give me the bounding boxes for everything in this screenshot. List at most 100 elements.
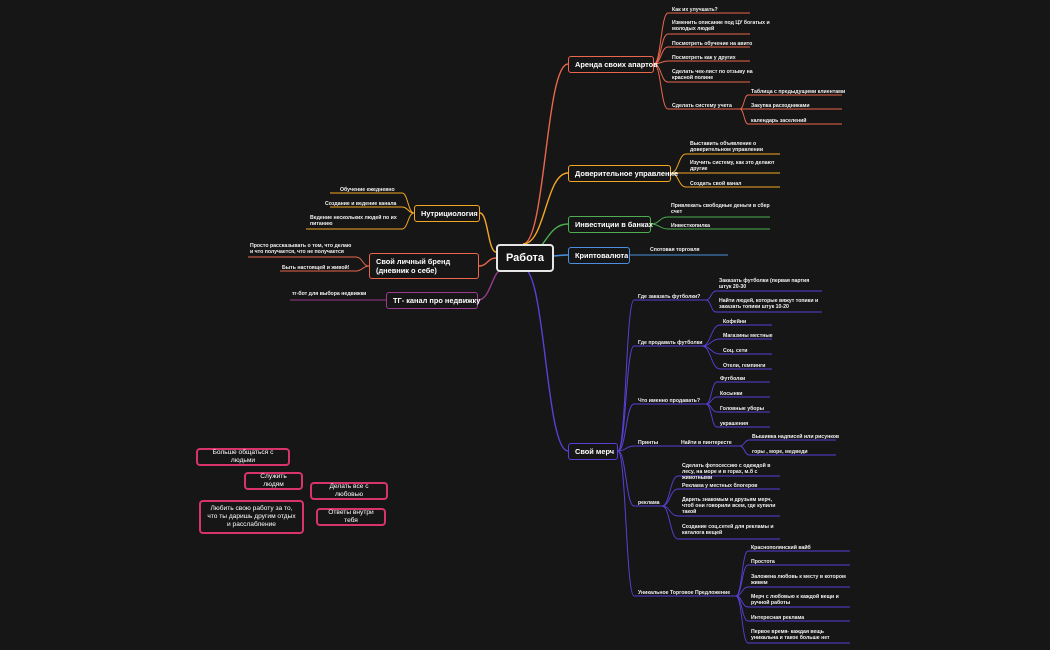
edge-doverit	[522, 172, 569, 245]
merch-q4[interactable]: Принты	[638, 440, 659, 446]
edge-brand-1	[355, 265, 370, 272]
leaf-invest-0[interactable]: Привлекать свободные деньги в сбер счет	[671, 203, 770, 216]
merch-q2-leaf-3[interactable]: Отели, гемпинги	[723, 363, 766, 369]
edge-q3-3	[705, 403, 718, 428]
leaf-arenda-4[interactable]: Сделать чек-лист по отзыву на красной по…	[672, 69, 753, 82]
edge-invest-leaf-1	[650, 223, 669, 230]
sticky-communicate[interactable]: Больше общаться с людьми	[196, 448, 290, 466]
branch-brand[interactable]: Свой личный бренд (дневник о себе)	[369, 253, 479, 279]
branch-merch[interactable]: Свой мерч	[568, 443, 618, 460]
edge-q6-0	[735, 550, 749, 597]
merch-q4-leaf-1[interactable]: горы , море, медведи	[752, 449, 808, 455]
merch-q1-leaf-0[interactable]: Заказать футболки (первая партия штук 20…	[719, 278, 810, 291]
leaf-arenda-sub-2[interactable]: календарь заселений	[751, 118, 807, 124]
edge-q1-1	[705, 299, 717, 313]
central-topic[interactable]: Работа	[496, 244, 554, 272]
merch-q2-leaf-0[interactable]: Кофейни	[723, 319, 747, 325]
branch-tg[interactable]: ТГ- канал про недвижку	[386, 292, 480, 309]
leaf-arenda-sub-0[interactable]: Таблица с предыдущими клиентами	[751, 89, 846, 95]
edge-merch-q-1	[617, 345, 635, 452]
edge-q6-2	[735, 586, 749, 597]
leaf-nutri-0[interactable]: Обучение ежедневно	[340, 187, 395, 193]
leaf-brand-1[interactable]: Быть настоящей и живой!	[282, 265, 350, 271]
merch-q3-leaf-0[interactable]: Футболки	[720, 376, 746, 382]
leaf-doverit-1[interactable]: Изучить систему, как это делают другие	[690, 160, 775, 173]
merch-q6[interactable]: Уникальное Торговое Предложение	[638, 590, 731, 596]
branch-arenda[interactable]: Аренда своих апартов	[568, 56, 658, 73]
merch-q4-sub[interactable]: Найти в пинтересте	[681, 440, 732, 446]
leaf-doverit-2[interactable]: Создать свой канал	[690, 181, 742, 187]
edge-q4-1	[739, 445, 750, 456]
edge-invest-leaf-0	[650, 216, 669, 225]
branch-nutri[interactable]: Нутрициология	[414, 205, 480, 222]
merch-q2-leaf-1[interactable]: Магазины местные	[723, 333, 773, 339]
edge-q6-1	[735, 564, 749, 597]
branch-crypto[interactable]: Криптовалюта	[568, 247, 630, 264]
merch-q3-leaf-2[interactable]: Головные уборы	[720, 406, 765, 412]
sticky-serve[interactable]: Служить людям	[244, 472, 303, 490]
leaf-arenda-2[interactable]: Посмотреть обучение на авито	[672, 41, 753, 47]
sticky-love[interactable]: Делать все с любовью	[310, 482, 388, 500]
leaf-nutri-2[interactable]: Ведение нескольких людей по их питанию	[310, 215, 397, 228]
edge-q5-1	[661, 488, 679, 507]
edge-brand	[478, 257, 497, 267]
edge-merch	[522, 267, 569, 452]
leaf-arenda-sub-1[interactable]: Закупка расходниками	[751, 103, 810, 109]
edge-tg	[477, 267, 506, 301]
edge-q5-3	[661, 505, 679, 540]
merch-q6-leaf-0[interactable]: Краснополянский вайб	[751, 545, 811, 551]
edge-q5-0	[661, 475, 679, 507]
merch-q6-leaf-3[interactable]: Мерч с любовью к каждой вещи и ручной ра…	[751, 594, 839, 607]
merch-q1[interactable]: Где заказать футболки?	[638, 294, 701, 300]
edge-doverit-leaf-2	[670, 172, 687, 188]
merch-q5-leaf-3[interactable]: Создание соц.сетей для рекламы и каталог…	[682, 524, 774, 537]
edge-nutri	[479, 212, 497, 253]
leaf-crypto-0[interactable]: Спотовая торговля	[650, 247, 700, 253]
edge-q1-0	[705, 290, 717, 301]
merch-q3-leaf-1[interactable]: Косынки	[720, 391, 743, 397]
edge-arenda	[522, 63, 569, 245]
edge-merch-q-4	[617, 450, 635, 507]
leaf-invest-1[interactable]: Инвесткопилка	[671, 223, 711, 229]
leaf-arenda-0[interactable]: Как их улучшать?	[672, 7, 718, 13]
edge-nutri-2	[401, 212, 415, 230]
merch-q5[interactable]: реклама	[638, 500, 660, 506]
branch-invest[interactable]: Инвестиции в банках	[568, 216, 653, 233]
edge-q6-5	[735, 595, 749, 644]
merch-q6-leaf-2[interactable]: Заложена любовь к месту в котором живем	[751, 574, 846, 587]
merch-q6-leaf-1[interactable]: Простота	[751, 559, 775, 565]
leaf-nutri-1[interactable]: Создание и ведение канала	[325, 201, 397, 207]
merch-q2-leaf-2[interactable]: Соц. сети	[723, 348, 748, 354]
merch-q1-leaf-1[interactable]: Найти людей, которые вяжут топики и зака…	[719, 298, 819, 311]
merch-q5-leaf-2[interactable]: Дарить знакомым и друзьям мерч, чтоб они…	[682, 497, 776, 516]
edge-merch-q-5	[617, 450, 635, 597]
leaf-arenda-5[interactable]: Сделать систему учета	[672, 103, 732, 109]
sticky-answers[interactable]: Ответы внутри тебя	[316, 508, 386, 526]
merch-q6-leaf-5[interactable]: Первое время- каждая вещь уникальна и та…	[751, 629, 830, 642]
edge-arenda-sub-0	[739, 94, 749, 110]
merch-q4-leaf-0[interactable]: Вышивка надписей или рисунков	[752, 434, 840, 440]
merch-q3-leaf-3[interactable]: украшения	[720, 421, 749, 427]
merch-q5-leaf-0[interactable]: Сделать фотосессию с одеждой в лесу, на …	[682, 463, 771, 482]
merch-q3[interactable]: Что именно продавать?	[638, 398, 700, 404]
edge-brand-0	[355, 256, 370, 267]
edge-merch-q-3	[617, 445, 635, 452]
edge-arenda-sub-2	[739, 108, 749, 125]
edge-q2-3	[701, 345, 721, 370]
leaf-tg-0[interactable]: тг-бот для выбора недвижки	[292, 291, 367, 297]
leaf-arenda-3[interactable]: Посмотреть как у других	[672, 55, 736, 61]
merch-q6-leaf-4[interactable]: Интересная реклама	[751, 615, 805, 621]
leaf-arenda-1[interactable]: Изменить описание под ЦУ богатых и молод…	[672, 20, 770, 33]
edge-q4-0	[739, 439, 750, 447]
merch-q2[interactable]: Где продавать футболки	[638, 340, 703, 346]
edge-nutri-1	[401, 206, 415, 214]
edge-doverit-leaf-0	[670, 153, 687, 174]
leaf-brand-0[interactable]: Просто рассказывать о том, что делаю и ч…	[250, 243, 352, 256]
edge-merch-q-2	[617, 403, 635, 452]
branch-doverit[interactable]: Доверительное управление	[568, 165, 678, 182]
leaf-doverit-0[interactable]: Выставить объявление о доверительном упр…	[690, 141, 764, 154]
sticky-work[interactable]: Любить свою работу за то, что ты даришь …	[199, 500, 304, 534]
edge-arenda-leaf-5	[653, 63, 669, 110]
merch-q5-leaf-1[interactable]: Реклама у местных блогеров	[682, 483, 758, 489]
